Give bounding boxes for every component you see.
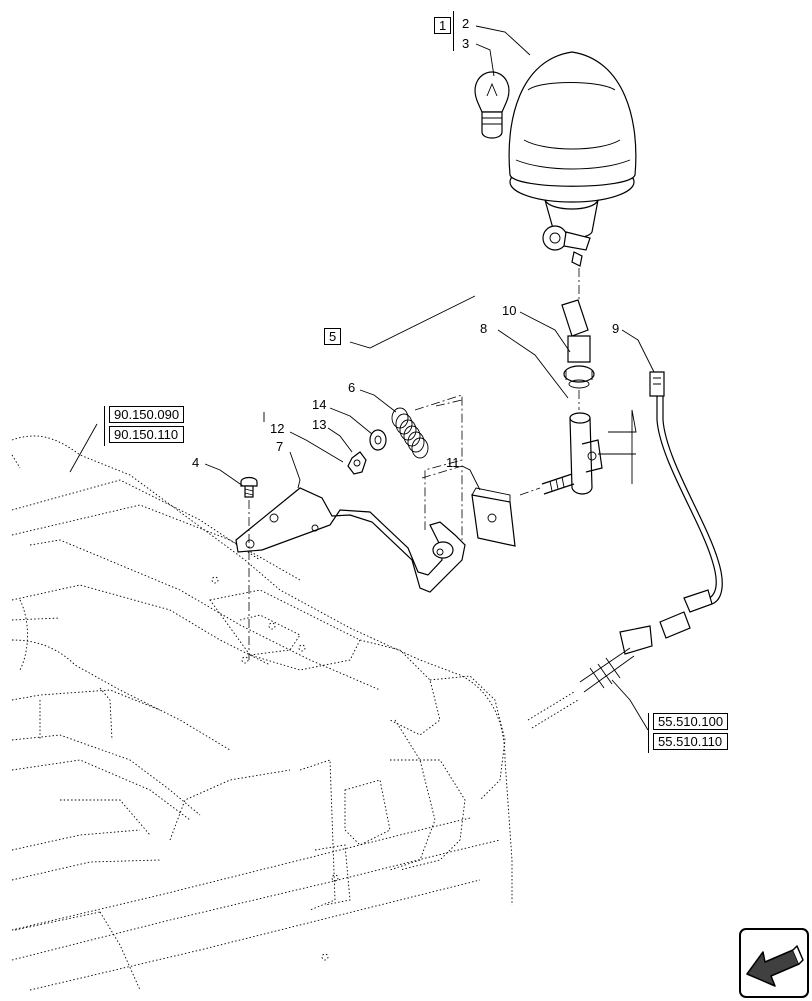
wiring-reference-group: 55.510.100 55.510.110	[648, 713, 729, 753]
callout-11[interactable]: 11	[446, 455, 460, 470]
nut	[347, 451, 367, 475]
callout-1-box[interactable]: 1	[434, 17, 452, 34]
callout-10[interactable]: 10	[502, 303, 517, 318]
frame-reference-1[interactable]: 90.150.090	[109, 406, 185, 423]
bulb	[474, 71, 510, 139]
previous-page-arrow-icon	[746, 945, 804, 987]
wiring-reference-2[interactable]: 55.510.110	[653, 733, 729, 750]
leader-lines	[69, 25, 655, 731]
beacon-lamp	[508, 51, 637, 267]
clamp-plate	[471, 487, 516, 547]
callout-7[interactable]: 7	[276, 439, 284, 454]
frame-reference-2[interactable]: 90.150.110	[109, 426, 185, 443]
frame-reference-group: 90.150.090 90.150.110	[104, 406, 185, 446]
spring	[391, 407, 429, 459]
wiring-harness	[527, 371, 723, 729]
screw	[240, 476, 258, 498]
tractor-frame	[11, 435, 513, 991]
callout-5-box[interactable]: 5	[324, 328, 342, 345]
callout-bracket-1	[453, 11, 454, 51]
callout-3[interactable]: 3	[462, 36, 470, 51]
small-hardware	[240, 407, 429, 498]
callout-2[interactable]: 2	[462, 16, 470, 31]
assembly-lines	[248, 268, 580, 660]
callout-4[interactable]: 4	[192, 455, 200, 470]
washer	[369, 429, 387, 451]
callout-12[interactable]: 12	[270, 421, 285, 436]
callout-6[interactable]: 6	[348, 380, 356, 395]
previous-page-button[interactable]	[739, 928, 809, 998]
mount-pin	[561, 299, 595, 389]
callout-13[interactable]: 13	[312, 417, 327, 432]
bracket	[235, 487, 466, 593]
wiring-reference-1[interactable]: 55.510.100	[653, 713, 729, 730]
callout-8[interactable]: 8	[480, 321, 488, 336]
callout-9[interactable]: 9	[612, 321, 620, 336]
tube-holder	[541, 412, 603, 495]
callout-14[interactable]: 14	[312, 397, 327, 412]
